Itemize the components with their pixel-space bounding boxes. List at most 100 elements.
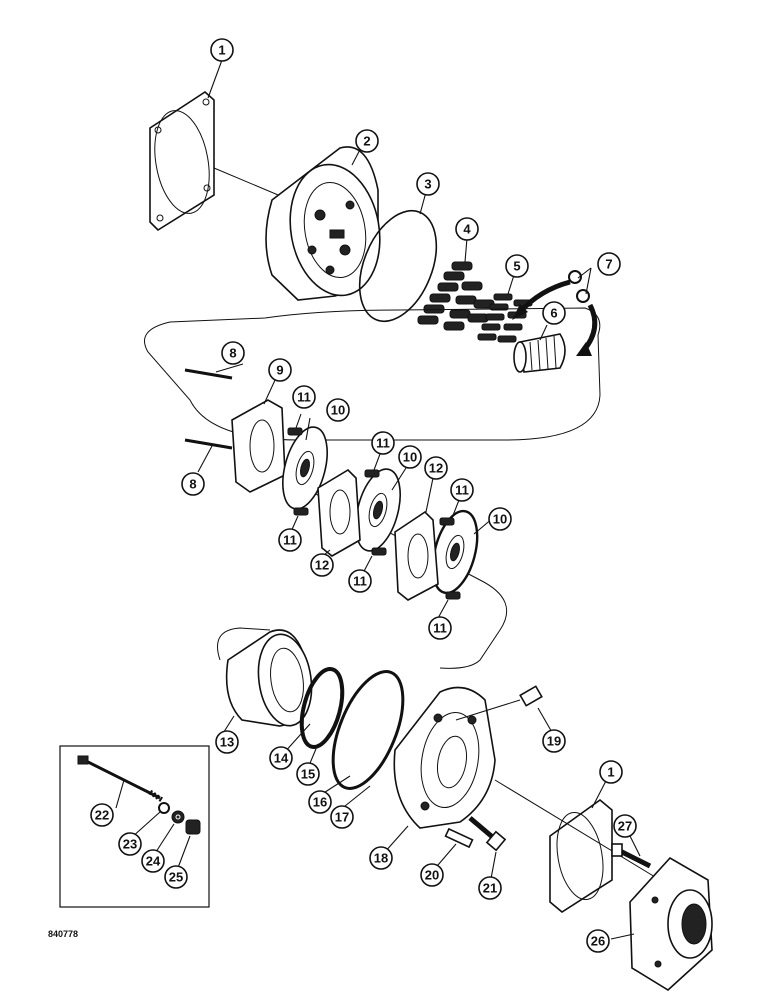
leader-lines [115, 59, 641, 940]
callout-6: 6 [542, 301, 566, 325]
callout-4: 4 [455, 217, 479, 241]
svg-text:12: 12 [315, 558, 329, 573]
part-outer-seal [331, 670, 405, 790]
part-friction-disc-1 [282, 426, 328, 510]
part-splined-shaft [513, 333, 566, 373]
part-separator-plate-1 [317, 468, 361, 557]
callout-11-c: 11 [450, 478, 474, 502]
callout-13: 13 [215, 730, 239, 754]
callout-18: 18 [369, 846, 393, 870]
callout-8-bottom: 8 [181, 472, 205, 496]
svg-text:14: 14 [274, 751, 289, 766]
callout-22: 22 [90, 803, 114, 827]
svg-text:1: 1 [218, 43, 225, 58]
part-inner-seal [299, 667, 345, 749]
part-dowel-pin [444, 827, 474, 849]
svg-text:15: 15 [301, 767, 315, 782]
svg-text:5: 5 [513, 259, 520, 274]
part-separator-plate-2 [394, 510, 439, 601]
callout-16: 16 [308, 790, 332, 814]
callout-24: 24 [141, 849, 165, 873]
callout-11-f: 11 [428, 616, 452, 640]
part-springs-outer [417, 261, 495, 331]
svg-text:6: 6 [550, 306, 557, 321]
drawing-reference-number: 840778 [48, 929, 79, 939]
svg-text:2: 2 [363, 134, 370, 149]
callout-20: 20 [420, 863, 444, 887]
callout-23: 23 [118, 832, 142, 856]
callout-8-top: 8 [221, 341, 245, 365]
callout-1-bottom: 1 [599, 760, 623, 784]
part-flange-housing [629, 856, 713, 991]
part-piston [225, 629, 313, 727]
svg-text:18: 18 [374, 851, 388, 866]
callout-26: 26 [586, 929, 610, 953]
part-bleed-fitting [455, 685, 543, 721]
svg-text:11: 11 [283, 533, 297, 548]
callout-11-e: 11 [348, 569, 372, 593]
part-housing [265, 146, 381, 301]
svg-text:23: 23 [123, 837, 137, 852]
callout-19: 19 [542, 729, 566, 753]
part-gasket-top [149, 90, 215, 232]
part-retaining-clips [568, 270, 590, 303]
svg-text:20: 20 [425, 868, 439, 883]
callout-12-a: 12 [424, 456, 448, 480]
callout-1-top: 1 [210, 38, 234, 62]
svg-text:3: 3 [424, 177, 431, 192]
callout-10-a: 10 [326, 398, 350, 422]
part-gasket-bottom [549, 798, 613, 913]
part-pins [184, 368, 233, 450]
svg-text:26: 26 [591, 934, 605, 949]
svg-text:25: 25 [169, 870, 183, 885]
svg-text:4: 4 [463, 222, 471, 237]
callout-21: 21 [478, 876, 502, 900]
callout-5: 5 [505, 254, 529, 278]
callout-2: 2 [355, 129, 379, 153]
part-housing-bolt [611, 843, 652, 869]
callout-15: 15 [296, 762, 320, 786]
svg-text:13: 13 [220, 735, 234, 750]
callout-12-b: 12 [310, 553, 334, 577]
part-cover-bolt [468, 816, 507, 852]
callout-7: 7 [597, 252, 621, 276]
svg-text:11: 11 [455, 483, 469, 498]
svg-text:7: 7 [605, 257, 612, 272]
svg-text:11: 11 [376, 436, 390, 451]
callout-14: 14 [269, 746, 293, 770]
callout-10-c: 10 [488, 507, 512, 531]
callout-10-b: 10 [398, 445, 422, 469]
svg-text:1: 1 [607, 765, 614, 780]
callout-3: 3 [416, 172, 440, 196]
part-small-springs [287, 427, 461, 600]
part-springs-inner [477, 293, 533, 343]
svg-text:11: 11 [433, 621, 447, 636]
svg-text:21: 21 [483, 881, 497, 896]
callout-25: 25 [164, 865, 188, 889]
svg-text:10: 10 [493, 512, 507, 527]
svg-text:24: 24 [146, 854, 161, 869]
svg-text:8: 8 [229, 346, 236, 361]
svg-text:8: 8 [189, 477, 196, 492]
part-friction-disc-2 [355, 468, 401, 552]
callout-11-a: 11 [292, 385, 316, 409]
callout-11-b: 11 [371, 431, 395, 455]
svg-text:19: 19 [547, 734, 561, 749]
callout-17: 17 [330, 805, 354, 829]
svg-text:16: 16 [313, 795, 327, 810]
inset-hardware-box [59, 745, 210, 908]
svg-text:11: 11 [297, 390, 311, 405]
part-o-ring-large [358, 209, 438, 323]
callout-9: 9 [268, 358, 292, 382]
piston-group-outline [217, 627, 271, 661]
svg-text:9: 9 [276, 363, 283, 378]
svg-text:12: 12 [429, 461, 443, 476]
part-end-cover [393, 686, 496, 829]
part-end-plate [231, 399, 286, 493]
svg-text:10: 10 [331, 403, 345, 418]
callout-11-d: 11 [278, 528, 302, 552]
svg-text:17: 17 [335, 810, 349, 825]
svg-text:10: 10 [403, 450, 417, 465]
svg-text:27: 27 [618, 819, 632, 834]
